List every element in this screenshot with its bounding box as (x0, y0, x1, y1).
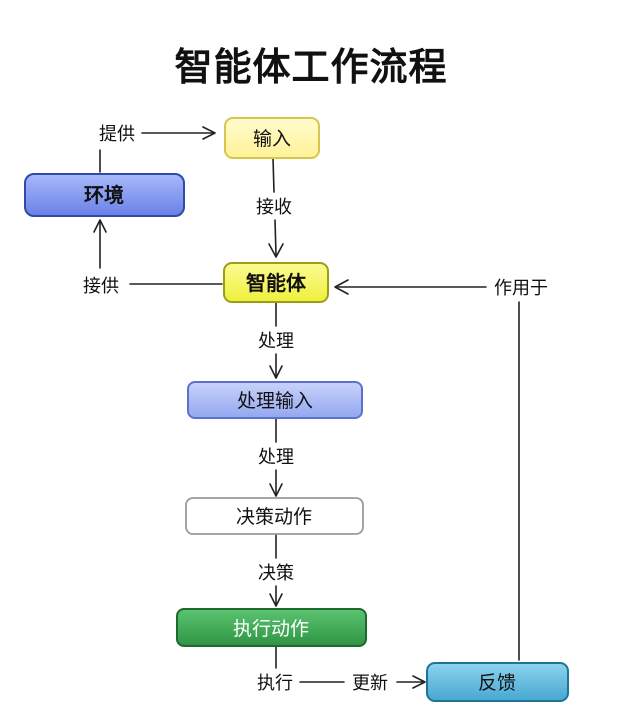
edge-update-arrowhead (412, 675, 426, 689)
node-decide-action-box (185, 497, 364, 535)
node-agent-label: 智能体 (246, 271, 307, 295)
node-feedback-box (426, 662, 569, 702)
edge-label-execute: 执行 (257, 673, 293, 694)
node-input-box (224, 117, 320, 159)
edge-receive-line-top (272, 157, 275, 193)
edge-supply-arrowhead (93, 219, 107, 233)
node-execute-action-label: 执行动作 (233, 618, 309, 640)
edge-label-process-1: 处理 (258, 331, 294, 352)
node-process-input-box (187, 381, 363, 419)
edge-receive-line-bottom (274, 219, 277, 256)
edge-label-supply: 接供 (83, 276, 119, 297)
edge-label-decide: 决策 (258, 563, 294, 584)
edge-provide-arrowhead (202, 126, 216, 140)
node-feedback-label: 反馈 (478, 672, 516, 694)
edge-decide-arrowhead (269, 593, 283, 607)
edge-process2-arrowhead (269, 483, 283, 497)
node-input-label: 输入 (253, 128, 291, 150)
node-process-input-label: 处理输入 (237, 390, 313, 412)
node-agent-box (223, 262, 329, 303)
edge-process1-arrowhead (269, 365, 283, 379)
edge-label-provide: 提供 (99, 124, 135, 145)
node-decide-action-label: 决策动作 (236, 506, 312, 528)
edge-label-update: 更新 (352, 673, 388, 694)
edge-label-act-on: 作用于 (494, 278, 548, 299)
node-execute-action-box (176, 608, 367, 647)
edge-label-receive: 接收 (256, 197, 292, 218)
node-environment-label: 环境 (84, 183, 124, 207)
page-title: 智能体工作流程 (174, 45, 448, 89)
edge-act-on-arrowhead (334, 279, 349, 295)
edge-receive-arrowhead (268, 243, 284, 258)
node-environment-box (24, 173, 185, 217)
edge-label-process-2: 处理 (258, 447, 294, 468)
